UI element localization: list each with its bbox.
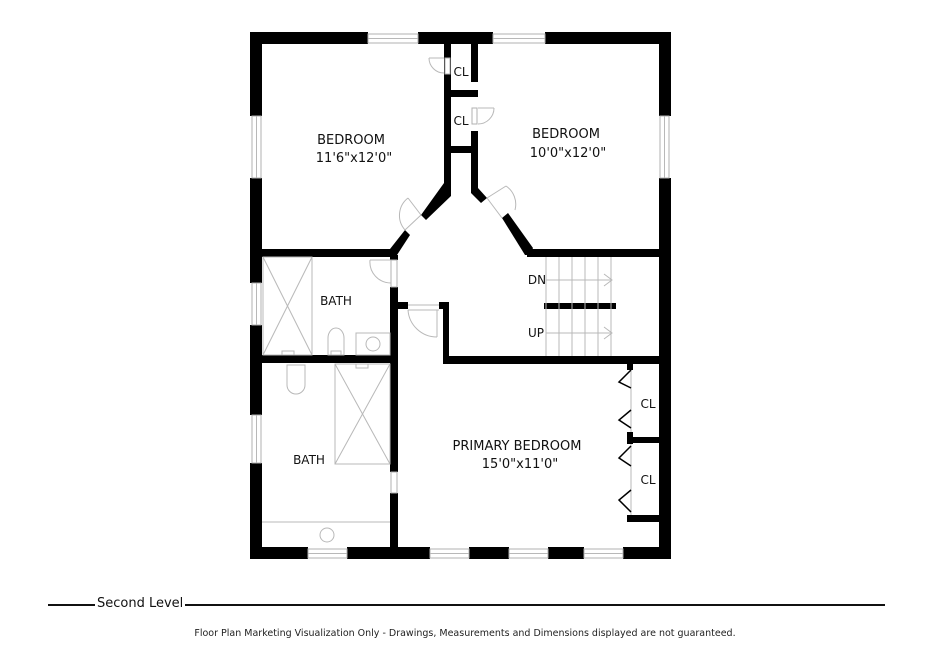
bath-lower-name: BATH [293, 453, 325, 467]
staircase [545, 257, 613, 356]
closet-primary-2-label: CL [640, 473, 655, 487]
stairs-up-label: UP [528, 326, 544, 340]
level-line-right [184, 604, 885, 606]
closet-top-2-label: CL [453, 114, 468, 128]
bath-upper-name: BATH [320, 294, 352, 308]
level-line-left [48, 604, 96, 606]
primary-bedroom-name: PRIMARY BEDROOM [453, 439, 582, 454]
disclaimer: Floor Plan Marketing Visualization Only … [194, 628, 736, 639]
closet-top-1-label: CL [453, 65, 468, 79]
windows [251, 33, 670, 559]
bath-fixtures [262, 256, 391, 543]
primary-bedroom-size: 15'0"x11'0" [482, 457, 558, 472]
doors [369, 57, 632, 515]
closet-primary-1-label: CL [640, 397, 655, 411]
exterior-walls [250, 32, 671, 559]
room-labels: BEDROOM 11'6"x12'0" BEDROOM 10'0"x12'0" … [293, 65, 656, 487]
bedroom-left-name: BEDROOM [317, 133, 385, 148]
bedroom-right-name: BEDROOM [532, 127, 600, 142]
stairs-down-label: DN [528, 273, 546, 287]
bedroom-right-size: 10'0"x12'0" [530, 146, 606, 161]
level-label: Second Level [95, 596, 186, 611]
bedroom-left-size: 11'6"x12'0" [316, 151, 392, 166]
interior-walls [250, 32, 671, 559]
